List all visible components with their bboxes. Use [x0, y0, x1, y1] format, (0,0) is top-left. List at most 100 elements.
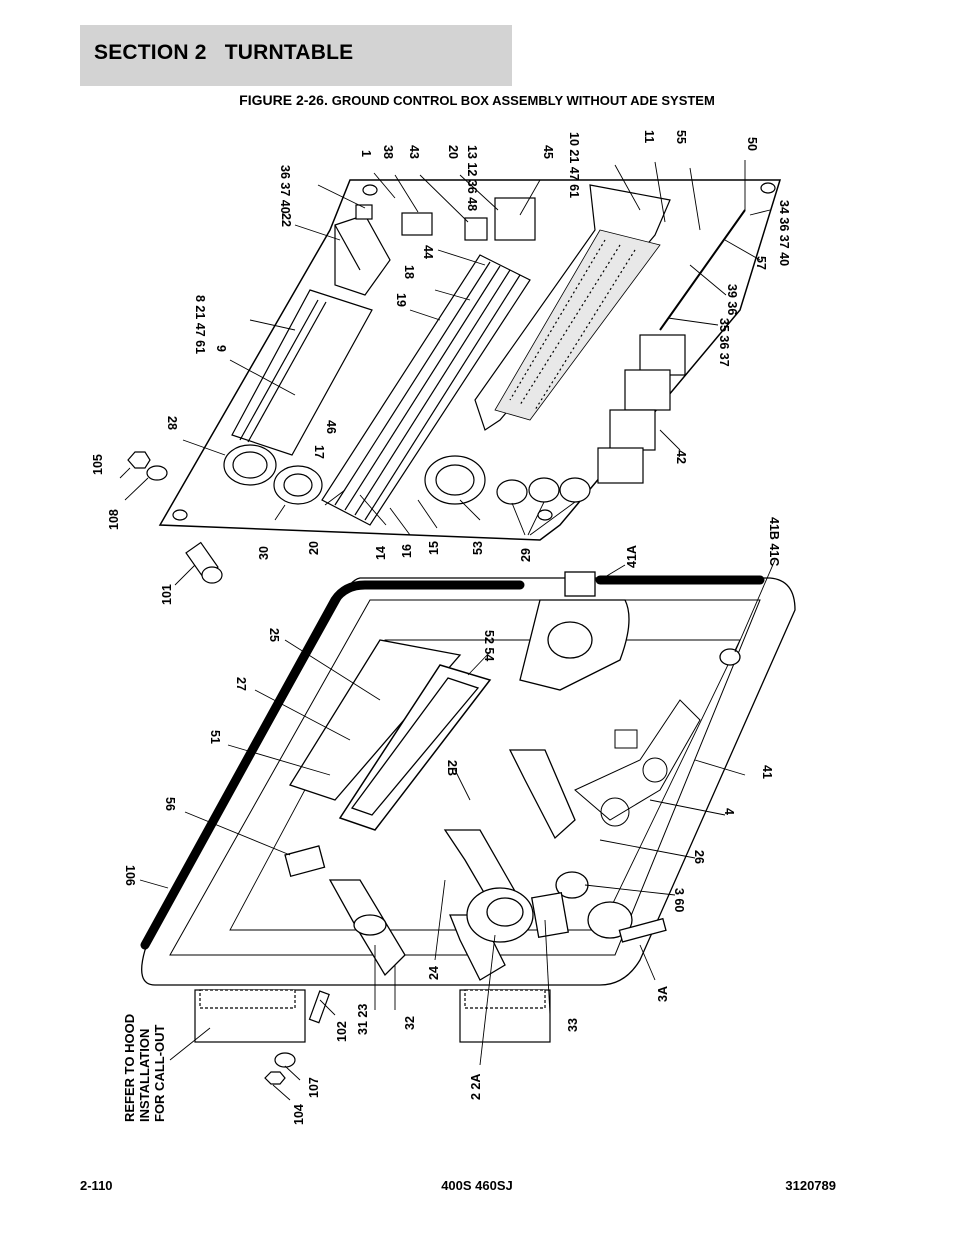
callout-39-36: 39 36: [725, 284, 739, 315]
callout-20-top: 20: [446, 145, 460, 159]
key-switch-41a: [519, 571, 630, 691]
callout-4: 4: [722, 808, 736, 815]
plug-41b: [719, 648, 741, 666]
callout-3-60: 3 60: [672, 888, 686, 912]
callout-56: 56: [163, 797, 177, 811]
callout-53: 53: [471, 541, 485, 555]
callout-11: 11: [642, 130, 656, 143]
callout-29: 29: [519, 548, 533, 562]
callout-13-12-36-48: 13 12 36 48: [465, 145, 479, 211]
grommet-28: [223, 444, 277, 486]
callout-labels: 1 38 43 20 13 12 36 48 45 10 21 47 61 11…: [91, 130, 791, 1125]
callout-41a: 41A: [625, 545, 639, 568]
cover-inner-edge: [169, 599, 761, 956]
grommet-30: [273, 465, 323, 505]
callout-104: 104: [292, 1104, 306, 1125]
leader-lines: [119, 160, 776, 1101]
nut-104: [264, 1071, 286, 1085]
callout-34-36-37-40: 34 36 37 40: [777, 200, 791, 266]
callout-36-37-40-top: 36 37 40: [278, 165, 292, 214]
hardware-bolts: [127, 451, 223, 584]
callout-14: 14: [374, 546, 388, 560]
relays-42: [597, 334, 686, 484]
refer-to-hood-note: REFER TO HOOD INSTALLATION FOR CALL-OUT: [122, 1014, 167, 1122]
callout-8-21-47-61: 8 21 47 61: [193, 295, 207, 354]
callout-44: 44: [421, 245, 435, 259]
figure-caption-title: GROUND CONTROL BOX ASSEMBLY WITHOUT ADE …: [331, 93, 715, 108]
callout-42: 42: [674, 450, 688, 464]
bolt-101: [185, 541, 223, 584]
callout-31-23: 31 23: [356, 1004, 370, 1035]
model-name: 400S 460SJ: [441, 1178, 513, 1193]
callout-24: 24: [427, 966, 441, 980]
callout-55: 55: [674, 130, 688, 144]
refer-note-line-3: FOR CALL-OUT: [152, 1024, 167, 1122]
grommet-29a: [496, 479, 528, 505]
terminal-strip-9: [231, 289, 373, 456]
section-title: SECTION 2 TURNTABLE: [94, 41, 354, 64]
mounting-plate-assembly: [158, 179, 782, 541]
display-window: [289, 639, 492, 831]
washer-108: [146, 465, 168, 481]
callout-17: 17: [312, 445, 326, 459]
callout-107: 107: [307, 1077, 321, 1098]
hinges: [194, 989, 551, 1085]
callout-41: 41: [760, 765, 774, 779]
callout-101: 101: [160, 584, 174, 605]
figure-caption: FIGURE 2-26. GROUND CONTROL BOX ASSEMBLY…: [0, 92, 954, 108]
screw-102: [308, 990, 330, 1024]
callout-38: 38: [381, 145, 395, 159]
grommet-53: [424, 455, 486, 505]
circuit-board: [474, 184, 671, 431]
gasket-106: [140, 580, 525, 950]
callout-15: 15: [427, 541, 441, 555]
nut-105: [127, 451, 151, 469]
callout-30: 30: [257, 546, 271, 560]
callout-57: 57: [754, 256, 768, 270]
callout-19: 19: [394, 293, 408, 307]
callout-43: 43: [407, 145, 421, 159]
section-header: SECTION 2 TURNTABLE: [80, 25, 512, 86]
refer-note-line-1: REFER TO HOOD: [122, 1014, 137, 1122]
callout-102: 102: [335, 1021, 349, 1042]
block-20: [464, 217, 488, 241]
callout-46: 46: [324, 420, 338, 434]
block-13: [494, 197, 536, 241]
callout-41b-41c: 41B 41C: [767, 517, 781, 566]
machine-graphic: [574, 699, 701, 827]
callout-33: 33: [566, 1018, 580, 1032]
callout-105: 105: [91, 454, 105, 475]
page-number: 2-110: [80, 1178, 113, 1193]
key-switch-3: [555, 871, 667, 943]
callout-16: 16: [400, 544, 414, 558]
callout-1: 1: [359, 150, 373, 157]
callout-27: 27: [234, 677, 248, 691]
callout-108: 108: [107, 509, 121, 530]
callout-51: 51: [208, 730, 222, 744]
figure-caption-number: FIGURE 2-26.: [239, 92, 328, 108]
toggle-switch-right: [508, 749, 576, 840]
callout-35-36-37: 35 36 37: [717, 318, 731, 367]
callout-28: 28: [165, 416, 179, 430]
indicator-light-38: [401, 212, 433, 236]
callout-50: 50: [745, 137, 759, 151]
refer-note-line-2: INSTALLATION: [137, 1029, 152, 1122]
relay-22: [334, 204, 391, 296]
callout-22: 22: [279, 213, 293, 227]
callout-25: 25: [267, 628, 281, 642]
callout-2-2a: 2 2A: [469, 1074, 483, 1100]
callout-3a: 3A: [656, 986, 670, 1002]
callout-18: 18: [402, 265, 416, 279]
callout-32: 32: [403, 1016, 417, 1030]
callout-20-bottom: 20: [307, 541, 321, 555]
document-part-number: 3120789: [785, 1178, 836, 1193]
decal-33: [531, 891, 569, 939]
callout-106: 106: [123, 865, 137, 886]
decal-56: [284, 845, 326, 878]
callout-2b: 2B: [445, 760, 459, 776]
grommet-29c: [559, 477, 591, 503]
callout-9: 9: [214, 345, 228, 352]
emergency-stop-2: [466, 887, 534, 943]
callout-26: 26: [692, 850, 706, 864]
